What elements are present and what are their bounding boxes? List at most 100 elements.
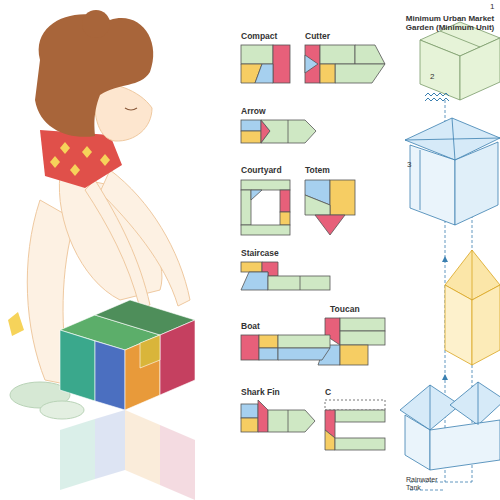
unit-module-base-part [405,415,430,470]
configuration-shapes-part [320,45,355,64]
unit-module-yellow-part [472,250,473,300]
callout-number: 1 [490,2,500,11]
configuration-shapes-part [259,335,278,348]
unit-module-1-part [460,38,500,100]
unit-module-base [400,382,500,470]
configuration-shapes-part [305,45,320,83]
configuration-name: Boat [241,322,301,332]
configuration-name: Courtyard [241,166,301,176]
configuration-shapes-part [241,262,262,272]
configuration-shapes-part [325,400,385,410]
configuration-shapes-part [280,190,290,212]
girl-illustration-part [100,154,110,166]
block-reflection-part [95,410,125,479]
girl-illustration-part [60,142,70,154]
configuration-shapes-part [241,45,273,64]
configuration-shapes-part [300,276,301,290]
configuration-shapes-part [330,180,355,215]
configuration-shapes-part [241,335,259,360]
unit-module-yellow [445,250,500,365]
configuration-shapes-part [335,410,385,422]
girl-illustration-part [82,146,92,158]
configuration-shapes-part [268,276,330,290]
configuration-shapes-part [241,190,251,225]
unit-module-base-part [450,382,500,425]
unit-module-base-part [430,385,431,430]
unit-module-1 [420,22,500,100]
unit-module-3 [405,118,500,225]
unit-module-base-part [430,420,500,470]
block-toy-part [140,335,160,368]
configuration-shapes [241,45,385,450]
block-toy-part [125,335,160,410]
configuration-name: C [325,388,355,398]
configuration-shapes-part [268,410,315,432]
configuration-shapes-part [305,55,318,73]
configuration-shapes-part [280,212,290,225]
configuration-name: Toucan [330,305,390,315]
unit-module-3-part [410,145,455,225]
callout-number: 3 [407,160,417,169]
block-reflection-part [160,425,195,500]
girl-illustration-part [40,401,84,419]
water-symbol-part [425,98,449,101]
block-toy-part [60,330,95,401]
callout-number: 2 [430,72,440,81]
block-reflection-part [125,410,160,485]
configuration-name: Arrow [241,107,301,117]
configuration-shapes-part [273,45,290,83]
block-reflection [60,410,195,500]
unit-module-3-part [405,138,500,140]
block-toy-part [160,320,195,395]
configuration-shapes-part [288,120,289,143]
configuration-shapes-part [335,64,385,83]
configuration-shapes-part [241,180,290,190]
girl-illustration-part [85,180,150,308]
configuration-name: Totem [305,166,365,176]
girl-illustration-part [82,10,110,38]
water-symbol [425,93,449,101]
unit-module-3-part [455,142,498,225]
section-title: Minimum Urban Market Garden (Minimum Uni… [404,14,496,32]
flow-arrowheads-part [442,256,448,262]
component-label: Rainwater Tank [406,476,442,492]
unit-module-1-part [420,40,460,100]
girl-illustration-part [125,108,137,110]
configuration-shapes-part [335,438,385,450]
unit-module-yellow-part [445,285,472,365]
configuration-shapes-part [241,272,268,290]
configuration-shapes-part [241,131,261,143]
configuration-name: Shark Fin [241,388,301,398]
configuration-shapes-part [251,190,262,200]
configuration-shapes-part [261,120,316,143]
configuration-name: Staircase [241,249,311,259]
configuration-shapes-part [325,430,335,450]
configuration-shapes-part [241,404,258,418]
unit-module-base-part [478,382,479,425]
configuration-shapes-part [340,345,368,365]
girl-illustration-part [50,156,60,168]
unit-module-1-part [440,31,480,47]
girl-illustration-part [70,164,80,176]
configuration-shapes-part [255,64,273,83]
flow-arrowheads-part [442,374,448,380]
configuration-shapes-part [278,348,330,360]
block-toy-part [95,341,125,410]
configuration-shapes-part [340,318,385,331]
configuration-shapes-part [340,331,385,345]
configuration-shapes-part [241,225,290,235]
configuration-name: Cutter [305,32,365,42]
unit-module-yellow-part [472,285,500,365]
block-reflection-part [60,419,95,490]
configuration-shapes-part [305,195,330,215]
configuration-shapes-part [241,120,261,131]
unit-module-3-part [420,150,421,210]
configuration-shapes-part [355,45,385,64]
configuration-shapes-part [278,335,330,348]
configuration-shapes-part [241,418,258,432]
configuration-shapes-part [258,400,268,432]
configuration-shapes-part [288,410,289,432]
girl-illustration-part [8,312,24,336]
water-symbol-part [425,93,449,96]
